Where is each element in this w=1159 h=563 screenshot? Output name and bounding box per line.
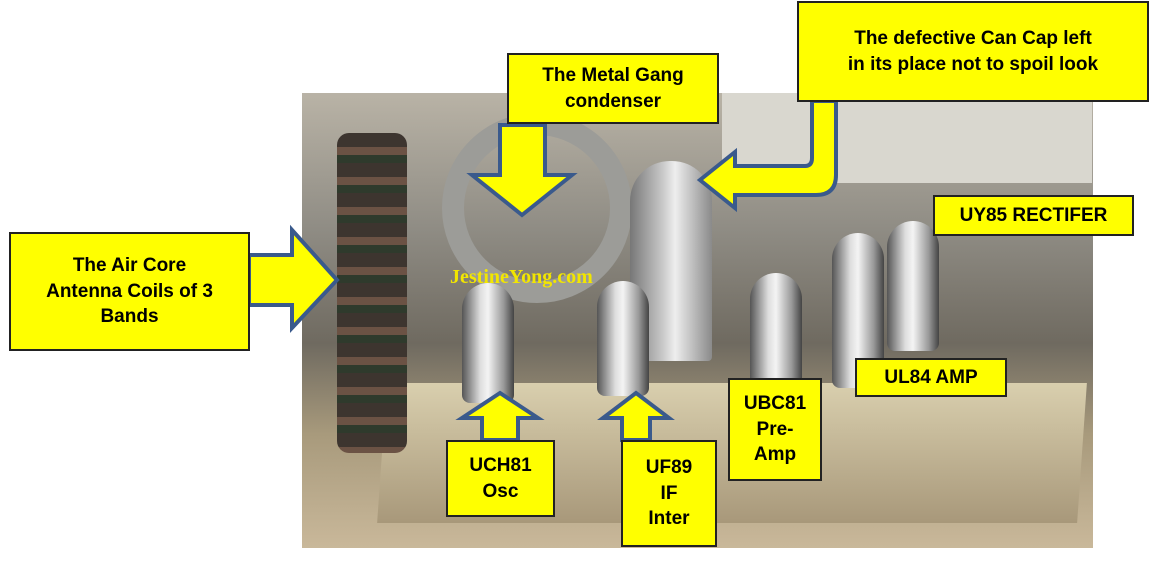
label-can-cap: The defective Can Cap left in its place … bbox=[797, 1, 1149, 102]
label-line: The defective Can Cap left bbox=[854, 27, 1092, 49]
label-ubc81: UBC81 Pre- Amp bbox=[728, 378, 822, 481]
arrow-air-core bbox=[247, 224, 340, 334]
label-line: Osc bbox=[482, 480, 519, 502]
label-uf89: UF89 IF Inter bbox=[621, 440, 717, 547]
label-line: UCH81 bbox=[469, 454, 532, 476]
label-line: The Metal Gang bbox=[542, 64, 684, 86]
arrow-uf89 bbox=[597, 390, 675, 442]
label-line: IF bbox=[660, 482, 678, 504]
tube-uf89 bbox=[597, 281, 649, 396]
label-line: Pre- bbox=[756, 418, 794, 440]
tube-uy85 bbox=[887, 221, 939, 351]
label-line: condenser bbox=[564, 90, 662, 112]
arrow-can-cap bbox=[696, 99, 838, 213]
label-uy85: UY85 RECTIFER bbox=[933, 195, 1134, 236]
antenna-coils bbox=[337, 133, 407, 453]
label-line: Antenna Coils of 3 bbox=[46, 280, 213, 302]
watermark: JestineYong.com bbox=[450, 266, 593, 288]
tube-ubc81 bbox=[750, 273, 802, 398]
tube-uch81 bbox=[462, 283, 514, 403]
arrow-uch81 bbox=[455, 390, 545, 442]
label-air-core: The Air Core Antenna Coils of 3 Bands bbox=[9, 232, 250, 351]
label-line: Inter bbox=[648, 508, 690, 530]
label-uch81: UCH81 Osc bbox=[446, 440, 555, 517]
label-line: Amp bbox=[753, 444, 797, 466]
label-line: in its place not to spoil look bbox=[847, 53, 1099, 75]
label-line: UY85 RECTIFER bbox=[959, 204, 1108, 226]
label-ul84: UL84 AMP bbox=[855, 358, 1007, 397]
label-line: The Air Core bbox=[72, 255, 187, 277]
radio-chassis-photo: JestineYong.com bbox=[302, 93, 1093, 548]
arrow-metal-gang bbox=[466, 123, 578, 218]
label-line: UBC81 bbox=[743, 393, 807, 415]
label-line: Bands bbox=[100, 306, 159, 328]
label-metal-gang: The Metal Gang condenser bbox=[507, 53, 719, 124]
label-line: UF89 bbox=[645, 457, 693, 479]
label-line: UL84 AMP bbox=[884, 366, 978, 388]
